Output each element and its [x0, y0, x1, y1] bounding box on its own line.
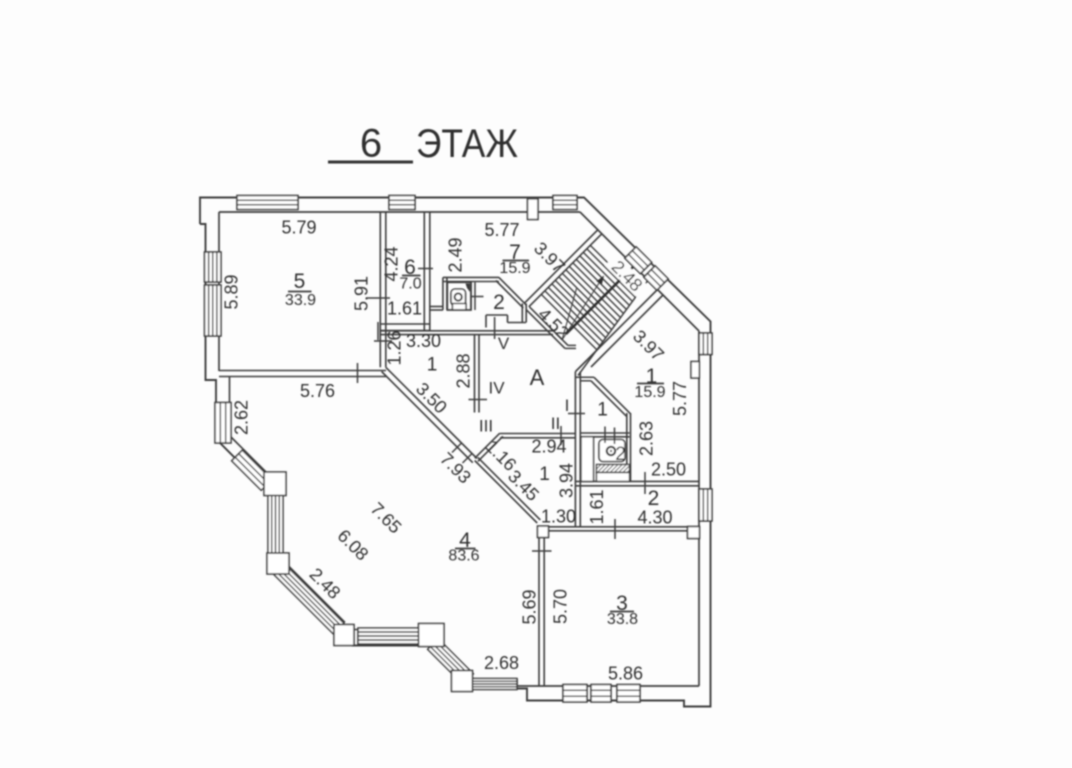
svg-text:33.9: 33.9: [285, 292, 316, 309]
svg-text:2.94: 2.94: [531, 437, 566, 457]
svg-text:33.8: 33.8: [607, 611, 638, 628]
svg-text:2.68: 2.68: [484, 653, 519, 673]
svg-text:15.9: 15.9: [499, 260, 530, 277]
svg-text:1.26: 1.26: [385, 330, 405, 365]
svg-text:IV: IV: [488, 379, 505, 398]
svg-text:1: 1: [597, 400, 608, 421]
svg-text:3.30: 3.30: [406, 331, 441, 351]
svg-text:6: 6: [404, 256, 416, 279]
svg-text:1.61: 1.61: [587, 489, 607, 524]
svg-text:5.69: 5.69: [520, 589, 540, 624]
svg-text:5.86: 5.86: [608, 664, 643, 684]
svg-text:5.77: 5.77: [670, 381, 690, 416]
svg-text:III: III: [479, 417, 493, 436]
svg-text:2.63: 2.63: [637, 421, 657, 456]
svg-text:5.77: 5.77: [484, 220, 519, 240]
svg-text:15.9: 15.9: [634, 384, 665, 401]
svg-text:2.49: 2.49: [446, 237, 466, 272]
svg-text:1: 1: [539, 464, 550, 485]
svg-text:3.94: 3.94: [557, 463, 577, 498]
svg-text:5: 5: [294, 270, 306, 293]
svg-text:2: 2: [648, 487, 660, 510]
svg-text:A: A: [530, 365, 545, 390]
svg-text:1.30: 1.30: [541, 507, 576, 527]
svg-text:5.89: 5.89: [222, 274, 242, 309]
svg-text:2: 2: [615, 444, 626, 465]
svg-text:4: 4: [459, 529, 471, 552]
svg-text:II: II: [551, 414, 560, 433]
svg-text:4.24: 4.24: [382, 246, 402, 281]
svg-text:7.0: 7.0: [399, 276, 421, 293]
svg-text:V: V: [498, 334, 510, 353]
svg-text:5.91: 5.91: [352, 276, 372, 311]
svg-text:7: 7: [509, 241, 521, 264]
svg-text:ЭТАЖ: ЭТАЖ: [416, 122, 518, 166]
svg-text:2.50: 2.50: [651, 460, 686, 480]
svg-text:83.6: 83.6: [448, 548, 479, 565]
svg-text:1.61: 1.61: [387, 299, 422, 319]
svg-text:5.76: 5.76: [300, 381, 335, 401]
svg-text:5.70: 5.70: [551, 589, 571, 624]
svg-text:3: 3: [616, 592, 628, 615]
svg-text:2.62: 2.62: [232, 400, 252, 435]
svg-text:1: 1: [646, 365, 658, 388]
svg-text:6: 6: [360, 122, 382, 166]
svg-text:4.30: 4.30: [637, 508, 672, 528]
svg-text:2.88: 2.88: [454, 353, 474, 388]
svg-text:5.79: 5.79: [281, 218, 316, 238]
svg-text:2: 2: [493, 291, 505, 314]
svg-text:I: I: [565, 396, 570, 415]
svg-text:1: 1: [427, 355, 438, 376]
